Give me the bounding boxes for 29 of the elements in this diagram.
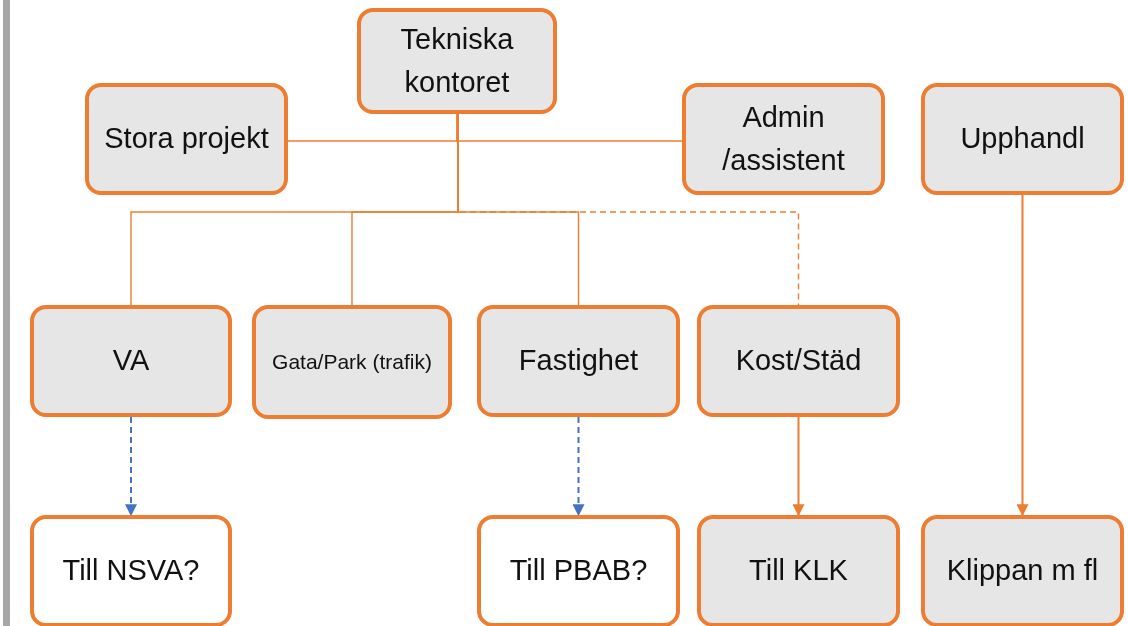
org-unit-box — [697, 515, 900, 626]
arrow — [792, 416, 805, 517]
unit-label: Till PBAB? — [509, 553, 648, 589]
org-unit-box — [85, 83, 288, 195]
arrow — [572, 416, 585, 517]
org-unit-box — [697, 305, 900, 417]
arrow — [125, 416, 137, 517]
org-unit-box — [477, 305, 680, 417]
unit-label: Gata/Park (trafik) — [272, 349, 432, 376]
unit-label: Kost/Städ — [735, 343, 862, 379]
unit-label: Tekniska kontoret — [399, 21, 515, 100]
org-unit-box — [682, 83, 885, 195]
org-unit-box — [357, 8, 557, 114]
unit-label: Till KLK — [749, 553, 848, 589]
unit-label: VA — [112, 343, 150, 379]
org-unit-box — [252, 305, 452, 419]
unit-label: Till NSVA? — [62, 553, 200, 589]
org-unit-box — [30, 305, 232, 417]
unit-label: Admin /assistent — [721, 99, 846, 178]
arrow — [1016, 194, 1029, 517]
org-unit-box — [477, 515, 680, 626]
unit-label: Klippan m fl — [946, 553, 1099, 589]
connector-line — [456, 113, 683, 142]
unit-label: Upphandl — [960, 121, 1085, 157]
org-unit-box — [30, 515, 232, 626]
unit-label: Stora projekt — [104, 121, 269, 157]
org-unit-box — [921, 83, 1124, 195]
unit-label: Fastighet — [518, 343, 639, 379]
org-unit-box — [921, 515, 1124, 626]
